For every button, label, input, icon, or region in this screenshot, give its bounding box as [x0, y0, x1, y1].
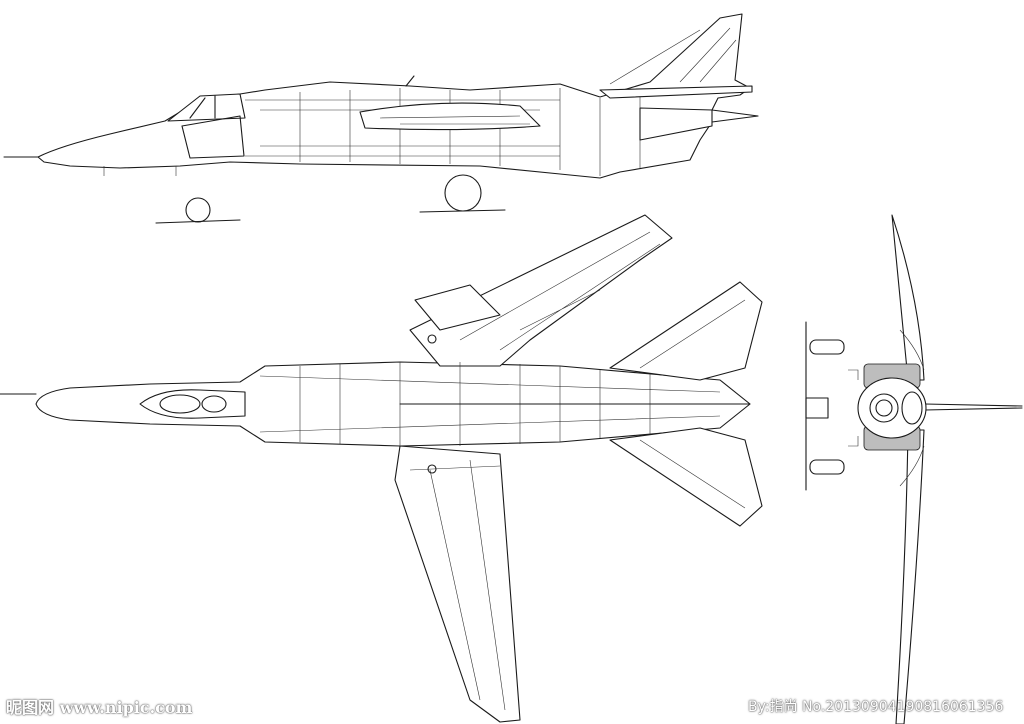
- side-view: [3, 13, 759, 224]
- watermark-site: 昵图网 www.nipic.com: [6, 698, 193, 717]
- top-view: [0, 214, 763, 723]
- front-view: [805, 214, 1023, 724]
- watermark-credit: By:指尚 No.20130904190816061356: [748, 699, 1004, 715]
